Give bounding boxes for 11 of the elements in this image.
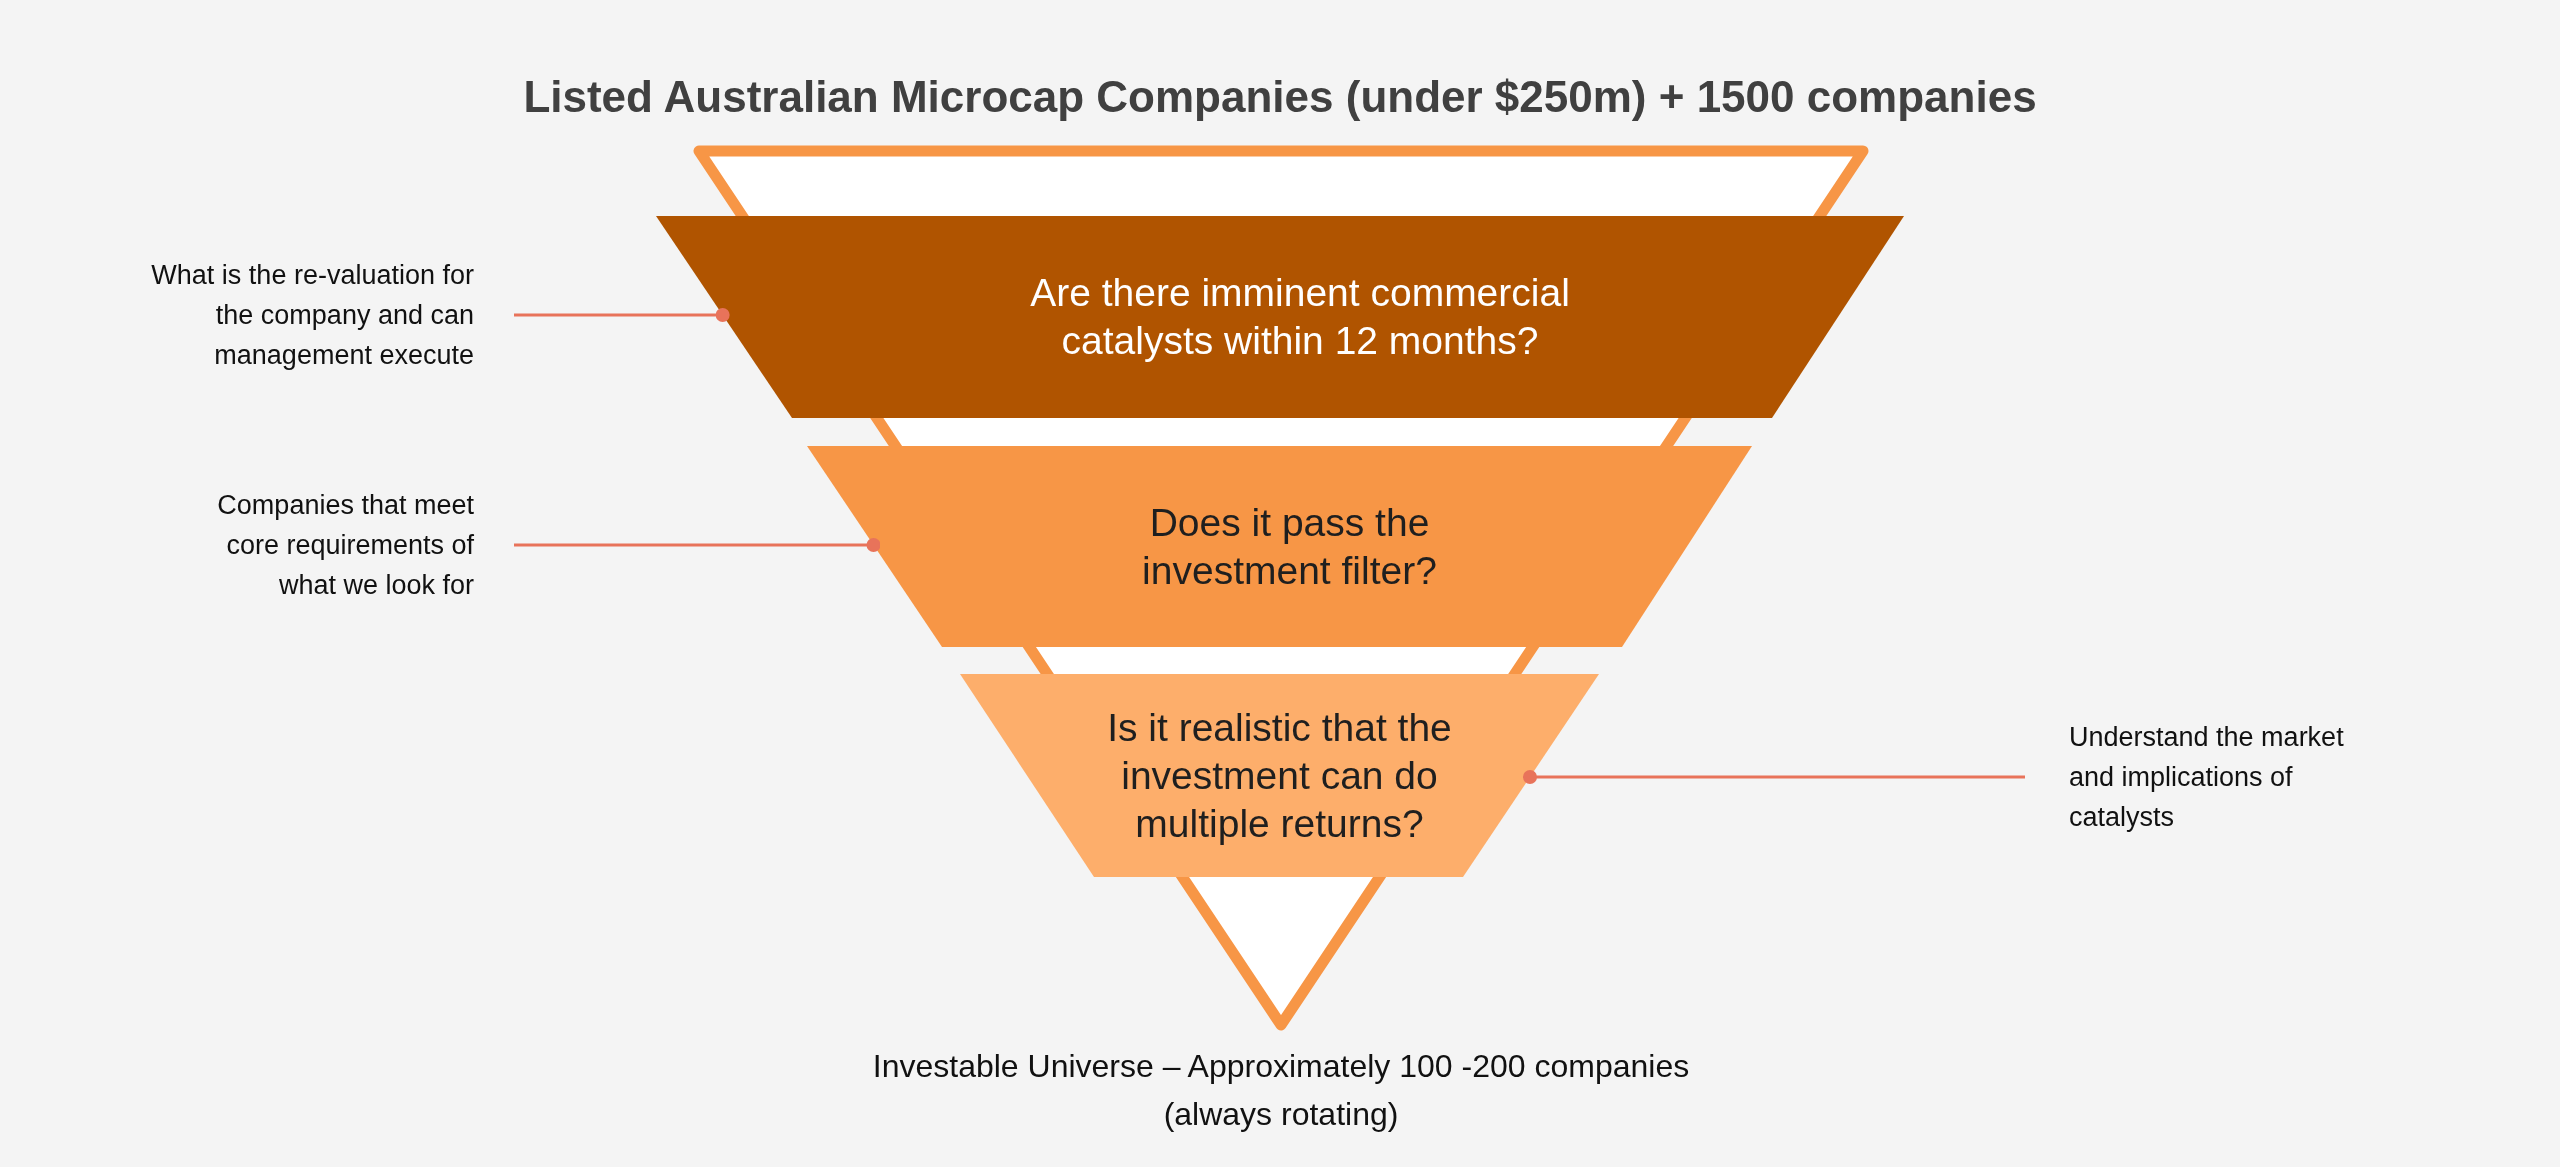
note-text: Companies that meet core requirements of what we look for [216, 489, 474, 602]
leader-line [514, 308, 730, 322]
band-text: Is it realistic that the investment can do multiple returns? [1106, 704, 1453, 847]
note-text: What is the re-valuation for the company and can management execute [150, 259, 474, 372]
caption-text: Investable Universe – Approximately 100 -200 companies (always rotating) [871, 1047, 1691, 1134]
band-text: Does it pass the investment filter? [1141, 499, 1438, 594]
leader-line [514, 538, 881, 552]
leader-line [1523, 770, 2025, 784]
diagram-title: Listed Australian Microcap Companies (under $250m) + 1500 companies [522, 71, 2038, 123]
note-text: Understand the market and implications of catalysts [2069, 721, 2345, 834]
band-text: Are there imminent commercial catalysts within 12 months? [1029, 270, 1571, 364]
